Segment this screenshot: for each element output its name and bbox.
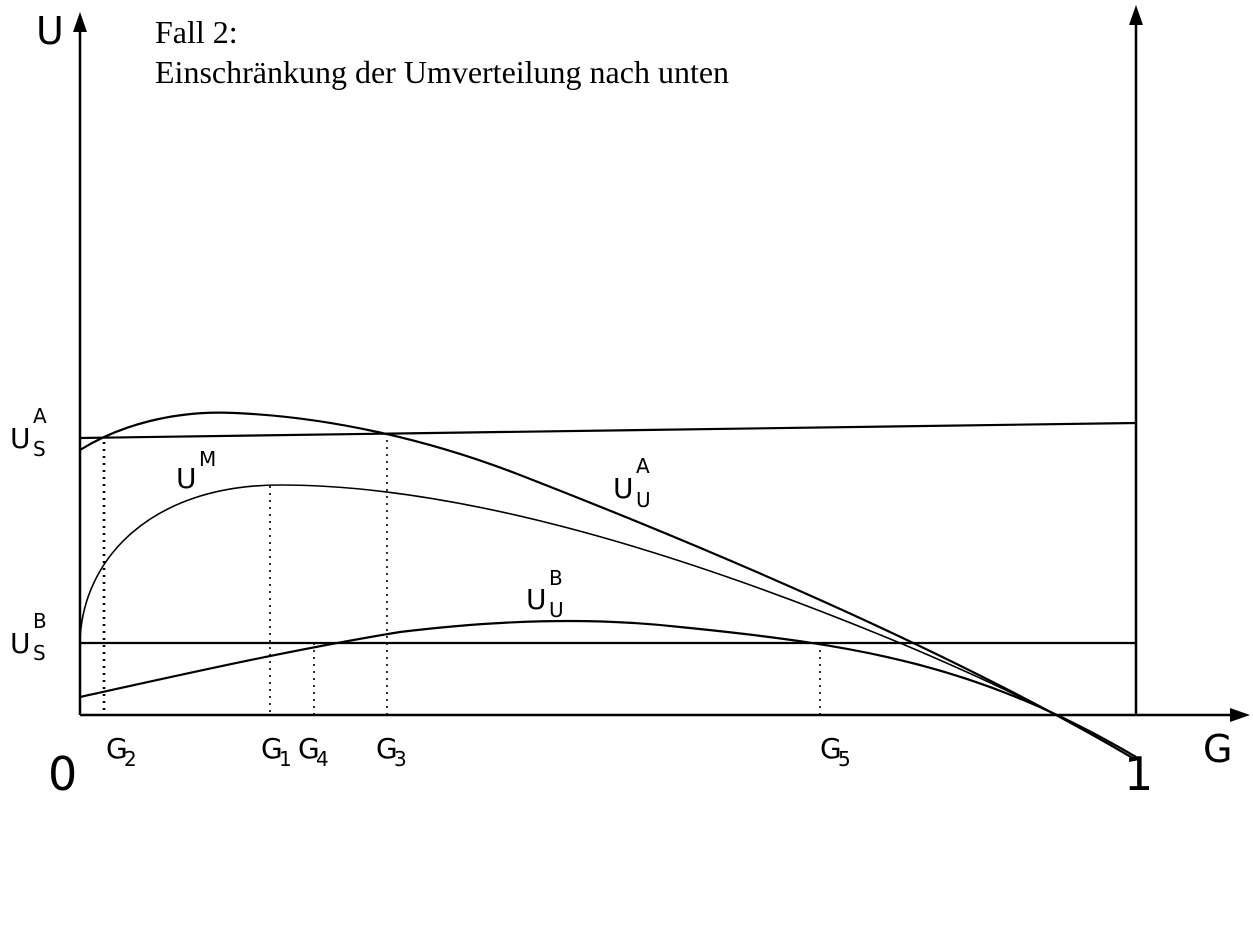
- y-axis-arrow: [73, 12, 87, 32]
- svg-text:S: S: [33, 437, 46, 461]
- title-line-1: Fall 2:: [155, 14, 238, 50]
- svg-text:B: B: [33, 609, 47, 633]
- g4-label: G 4: [298, 732, 329, 771]
- svg-text:G: G: [261, 732, 283, 765]
- svg-text:U: U: [176, 462, 197, 495]
- svg-text:G: G: [106, 732, 128, 765]
- svg-text:4: 4: [316, 747, 329, 771]
- svg-text:U: U: [10, 422, 31, 455]
- svg-text:2: 2: [124, 747, 137, 771]
- uu-b-curve: [79, 619, 1137, 758]
- um-curve: [79, 484, 1137, 761]
- svg-text:5: 5: [838, 747, 851, 771]
- g1-label: G 1: [261, 732, 292, 771]
- svg-text:U: U: [613, 472, 634, 505]
- g5-label: G 5: [820, 732, 851, 771]
- svg-text:S: S: [33, 641, 46, 665]
- g2-label: G 2: [106, 732, 137, 771]
- y-axis-label: U: [36, 9, 64, 53]
- us-a-line: [79, 421, 1137, 440]
- svg-text:A: A: [33, 404, 47, 428]
- svg-text:1: 1: [279, 747, 292, 771]
- svg-text:G: G: [820, 732, 842, 765]
- svg-text:3: 3: [394, 747, 407, 771]
- svg-text:U: U: [636, 488, 651, 512]
- svg-text:M: M: [199, 447, 216, 471]
- svg-text:A: A: [636, 454, 650, 478]
- right-axis-arrow: [1129, 5, 1143, 25]
- svg-text:U: U: [10, 627, 31, 660]
- um-label: U M: [176, 447, 216, 495]
- title-line-2: Einschränkung der Umverteilung nach unte…: [155, 54, 729, 90]
- svg-text:U: U: [549, 598, 564, 622]
- x-axis-label: G: [1203, 727, 1232, 771]
- svg-text:B: B: [549, 566, 563, 590]
- uu-a-label: U A U: [613, 454, 651, 512]
- uu-b-label: U B U: [526, 566, 564, 622]
- svg-text:G: G: [376, 732, 398, 765]
- x-axis-arrow: [1230, 708, 1250, 722]
- us-b-label: U B S: [10, 609, 47, 665]
- uu-a-curve: [79, 411, 1137, 761]
- g3-label: G 3: [376, 732, 407, 771]
- us-a-label: U A S: [10, 404, 47, 461]
- svg-text:G: G: [298, 732, 320, 765]
- svg-text:U: U: [526, 583, 547, 616]
- origin-label: 0: [48, 747, 77, 801]
